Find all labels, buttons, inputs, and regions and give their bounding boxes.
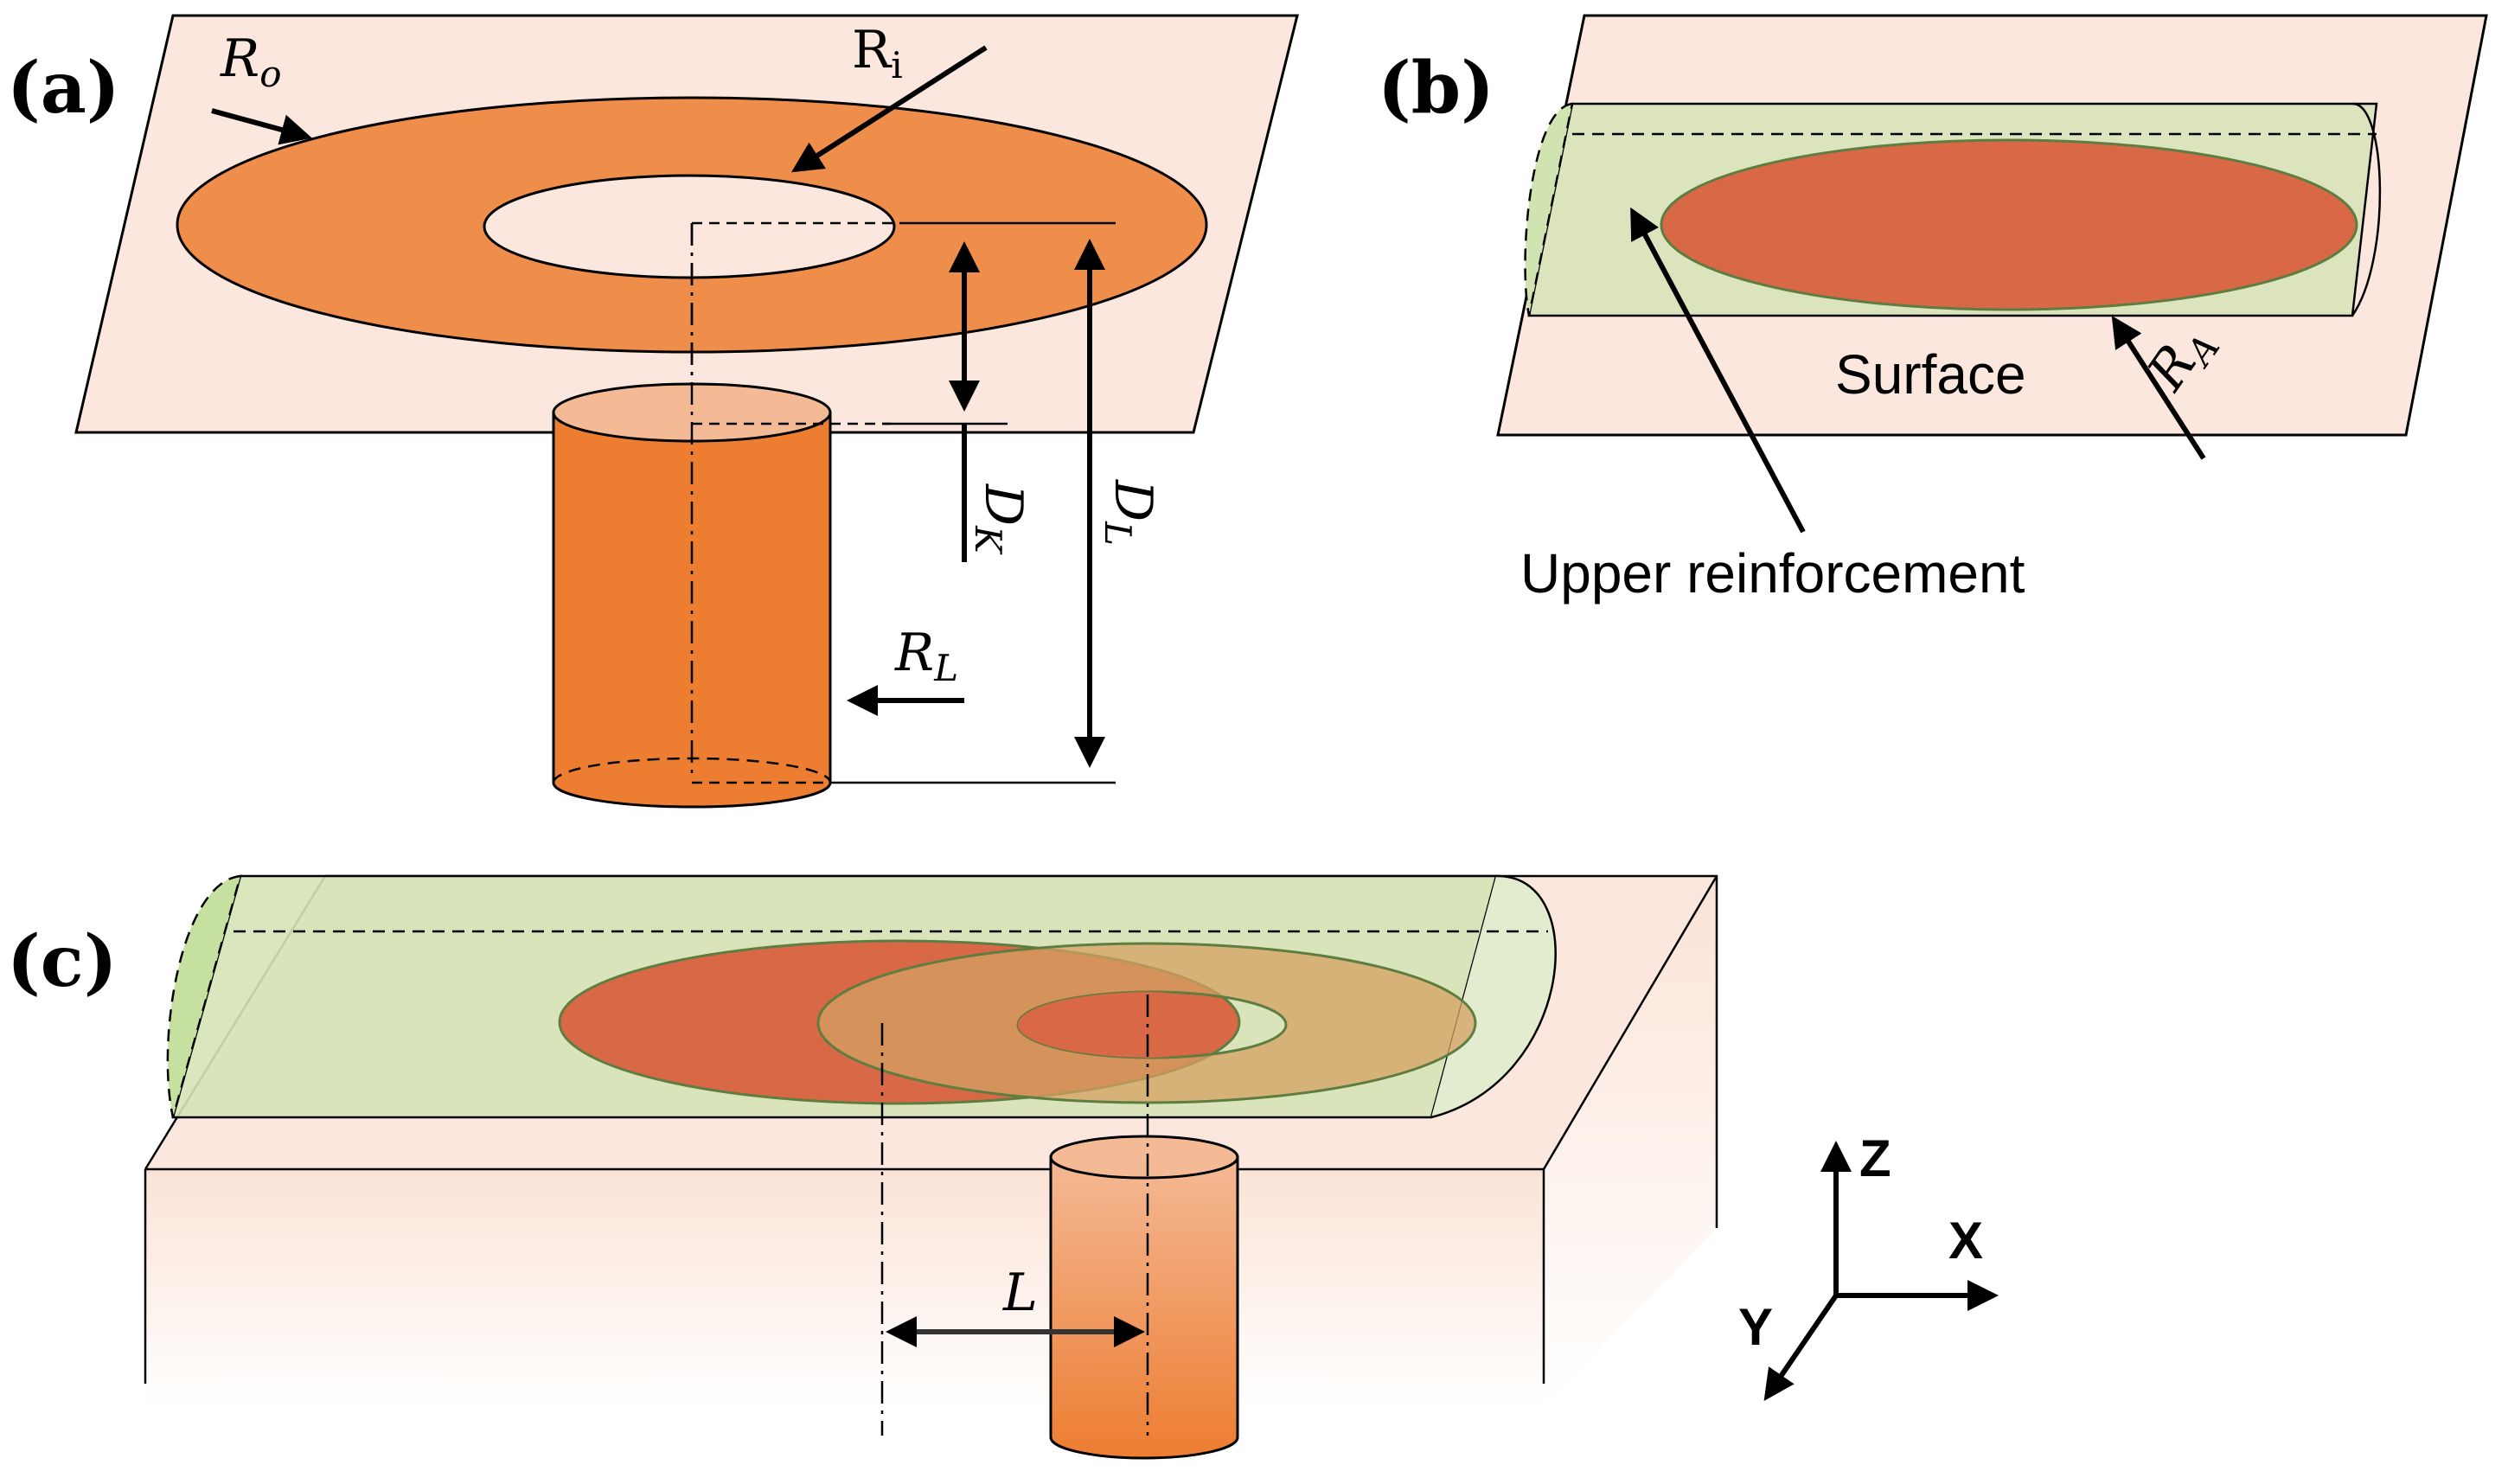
reinforcement-left-cap-c (166, 874, 242, 1118)
block-side (1544, 876, 1717, 1407)
panel-a: (a) Ro Ri RL DK DL (7, 14, 1299, 809)
dk-label: DK (967, 483, 1033, 555)
laser-cylinder (552, 411, 832, 809)
ri-arrow (790, 45, 988, 173)
z-axis-label: Z (1859, 1129, 1891, 1187)
ring-hole-overlap (1018, 992, 1206, 1058)
panel-c: (c) L (7, 874, 1718, 1460)
laser-cylinder-c (1049, 1155, 1239, 1460)
dl-label: DL (1097, 479, 1163, 546)
distance-label: L (1002, 1263, 1038, 1323)
ra-arrow (2111, 315, 2206, 460)
laser-cylinder-top-c (1049, 1135, 1239, 1180)
ri-label: Ri (852, 20, 903, 86)
reinforcement-right-cap (2351, 102, 2382, 317)
panel-a-label: (a) (7, 47, 120, 130)
x-axis-label: X (1948, 1212, 1983, 1270)
reinforcement-ellipse (1660, 138, 2358, 311)
ro-label: Ro (220, 29, 281, 95)
upper-arrow (1630, 207, 1806, 534)
block-front (145, 1169, 1544, 1407)
reinforcement-left-cap (1524, 102, 1574, 317)
panel-c-label: (c) (7, 920, 118, 1003)
reinforcement-right-cap-c (1430, 874, 1557, 1119)
y-axis-label: Y (1738, 1298, 1773, 1356)
ro-arrow (211, 108, 312, 145)
upper-reinforcement-label: Upper reinforcement (1520, 542, 2025, 604)
panel-b: (b) Surface Upper reinforcement RA (1378, 14, 2488, 604)
coordinate-axes: Z X Y (1738, 1129, 1999, 1401)
y-axis (1763, 1294, 1839, 1401)
panel-b-label: (b) (1378, 47, 1494, 130)
block-corner-edge (1542, 875, 1718, 1170)
rl-label: RL (894, 623, 958, 689)
surface-label: Surface (1835, 343, 2026, 406)
